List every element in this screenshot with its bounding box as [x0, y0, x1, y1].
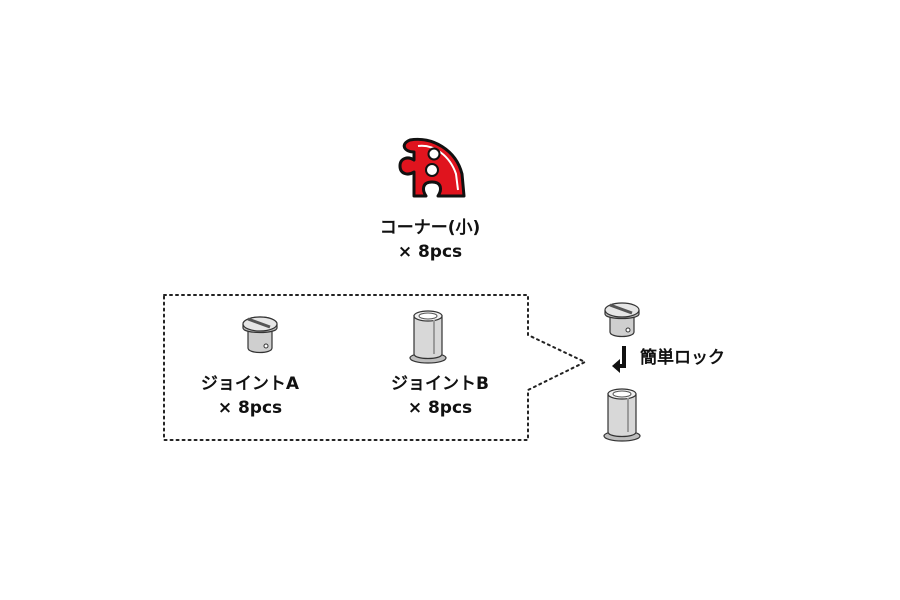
joint-b-item	[408, 308, 448, 366]
corner-hole-top	[427, 147, 441, 161]
joint-a-label: ジョイントA × 8pcs	[180, 372, 320, 420]
corner-qty: × 8pcs	[397, 242, 463, 262]
screw-cap-icon	[242, 316, 278, 354]
joint-b-label: ジョイントB × 8pcs	[370, 372, 510, 420]
joint-b-name: ジョイントB	[391, 374, 489, 394]
corner-name: コーナー(小)	[379, 218, 481, 238]
joint-a-name: ジョイントA	[200, 374, 300, 394]
arrow-down-icon	[612, 346, 626, 373]
lock-arrow	[612, 346, 632, 376]
lock-label: 簡単ロック	[640, 348, 725, 368]
joint-a-qty: × 8pcs	[217, 398, 283, 418]
joint-b-qty: × 8pcs	[407, 398, 473, 418]
corner-piece	[388, 130, 468, 202]
corner-hole-bottom	[425, 163, 439, 177]
corner-inner-outline	[417, 144, 459, 191]
corner-label: コーナー(小) × 8pcs	[350, 216, 510, 264]
lock-cap	[602, 298, 642, 344]
sleeve-icon	[603, 388, 641, 442]
puzzle-corner-icon	[398, 137, 466, 198]
joint-a-item	[240, 312, 280, 360]
callout-outline	[163, 294, 588, 441]
screw-cap-icon	[604, 302, 640, 338]
lock-sleeve	[602, 386, 642, 444]
sleeve-icon	[409, 310, 447, 364]
